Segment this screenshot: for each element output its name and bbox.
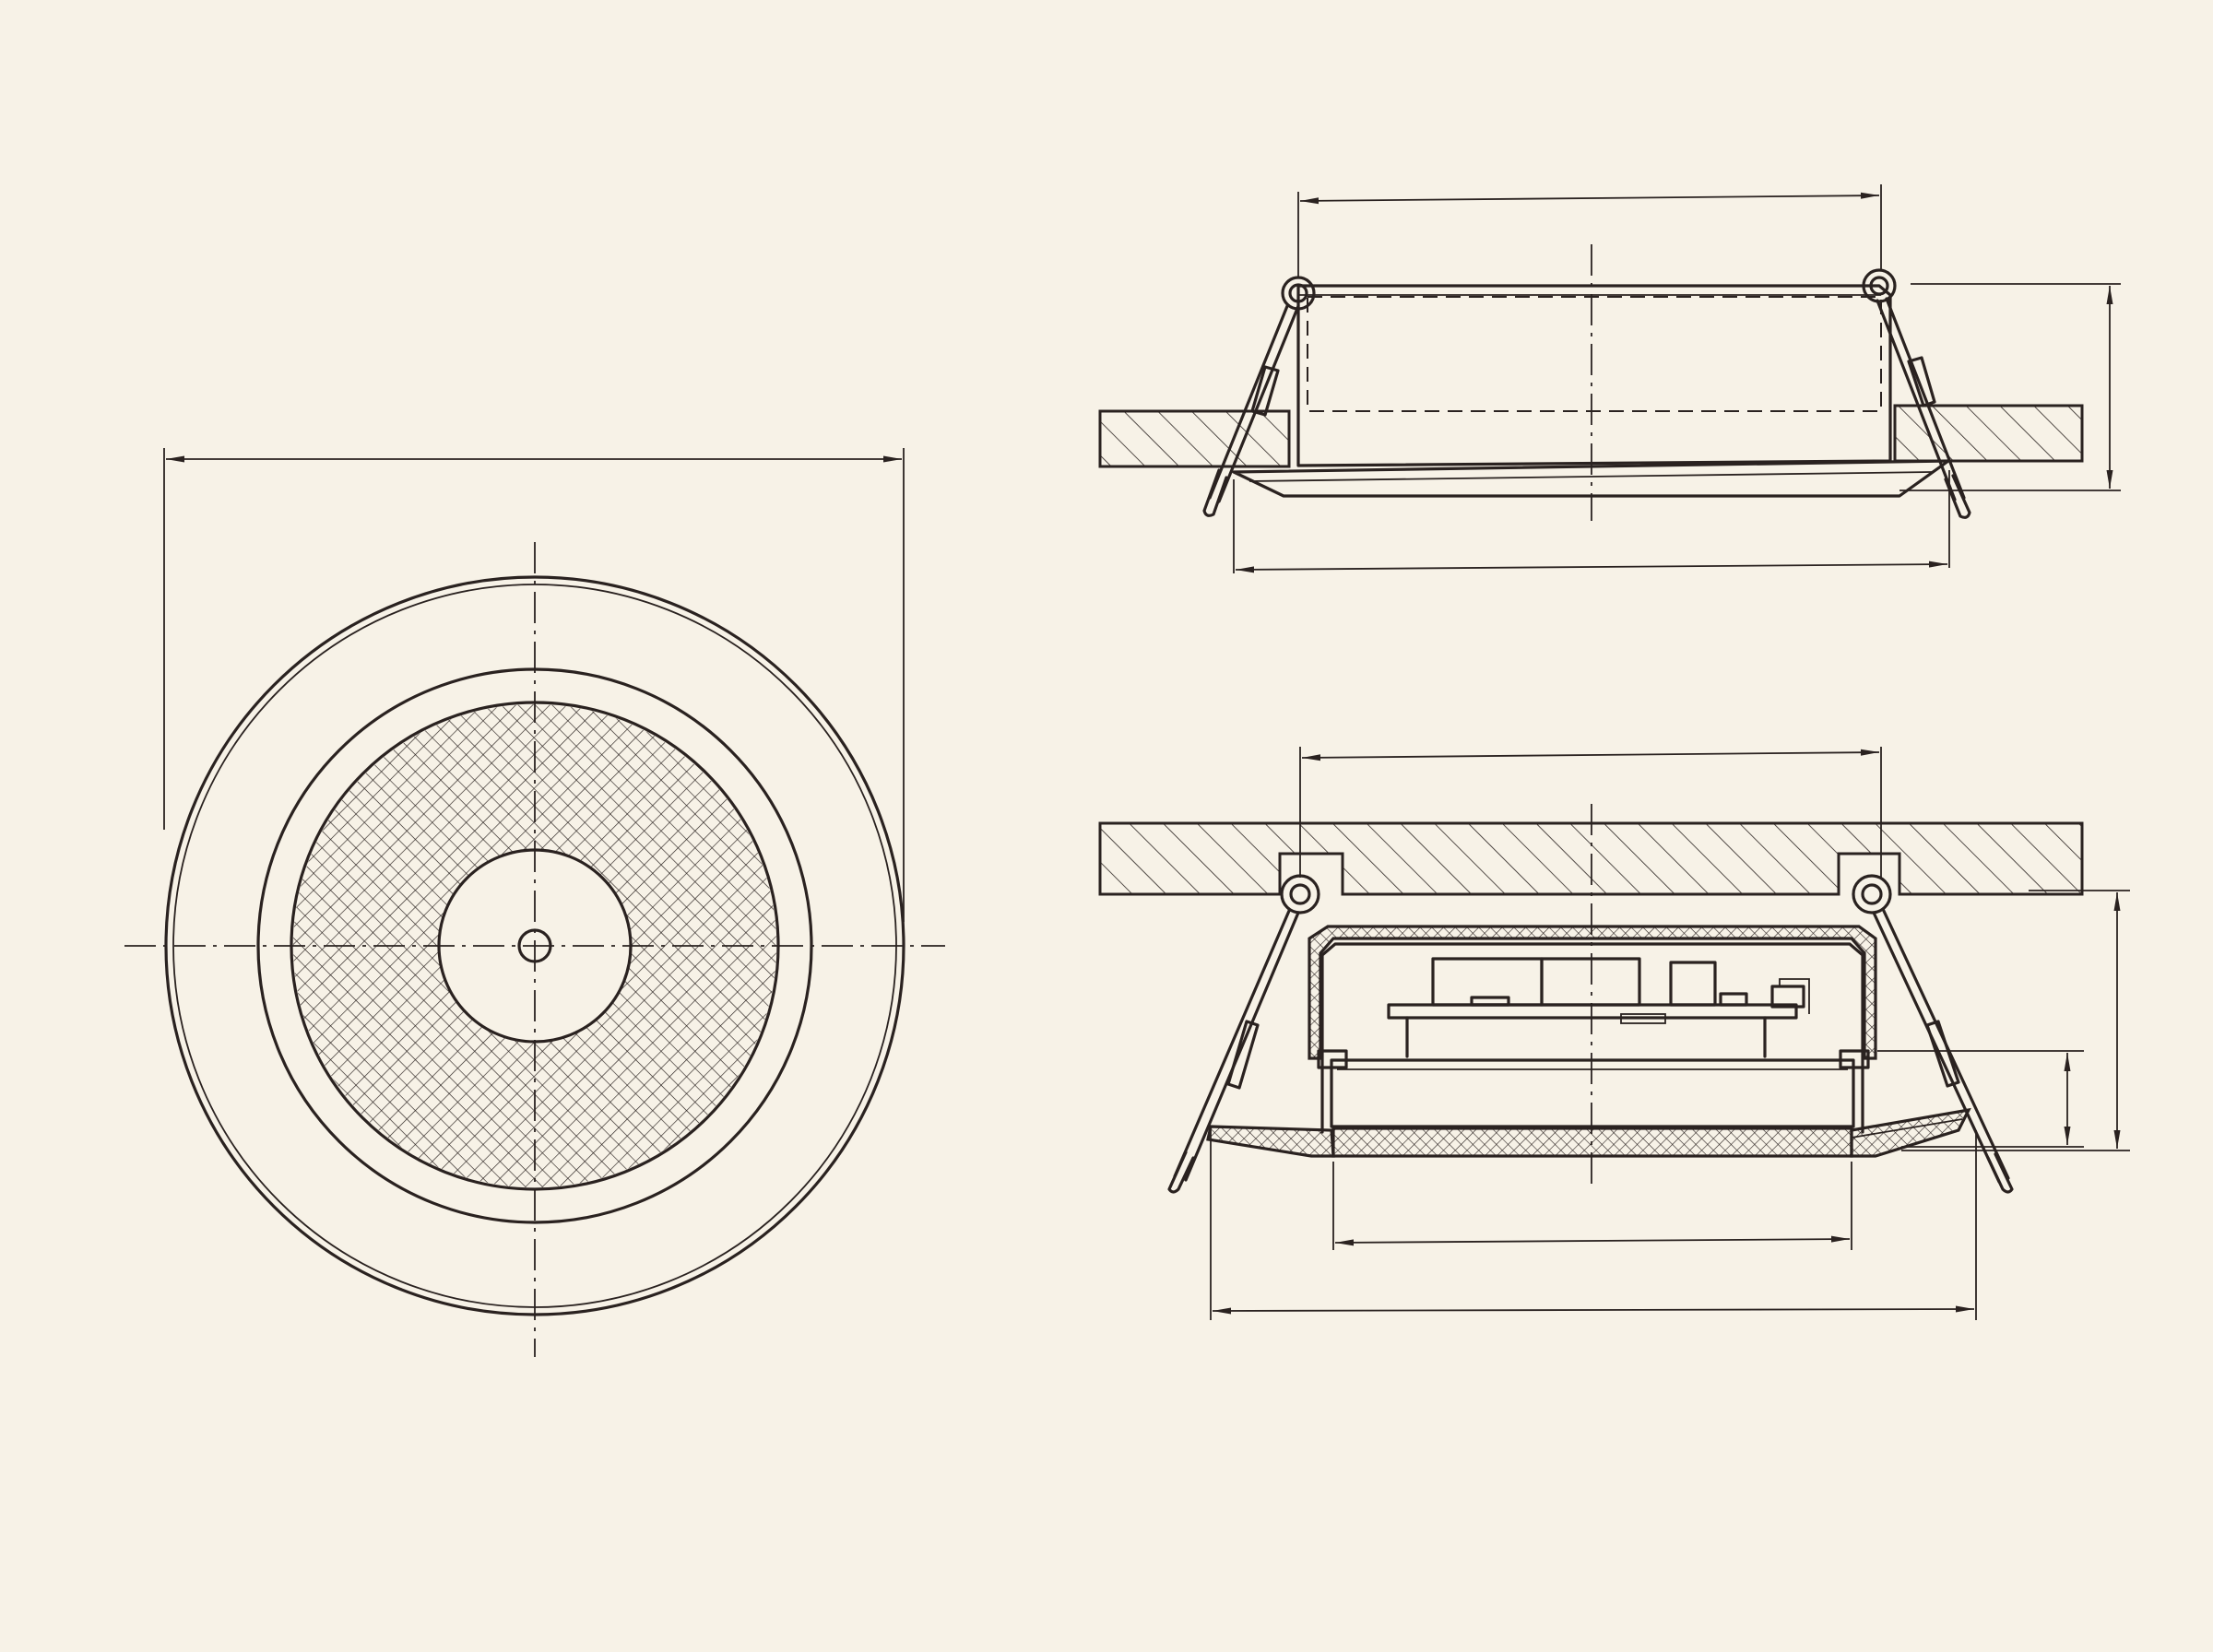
trim-flange-left bbox=[1206, 1125, 1335, 1158]
ceiling-panel-right bbox=[1893, 404, 2084, 463]
lens-width-dimension bbox=[1332, 1162, 1852, 1250]
installed-height-dimension bbox=[1899, 283, 2121, 491]
pcb-wire bbox=[1779, 978, 1810, 1014]
trim-flange-right bbox=[1850, 1107, 1971, 1158]
visible-depth-dimension bbox=[1877, 1050, 2084, 1148]
trim-width-dimension bbox=[1233, 470, 1950, 573]
trim-flange-right-edge bbox=[1851, 1118, 1963, 1139]
trim-diameter-dimension bbox=[1210, 1130, 1977, 1320]
lens-frame bbox=[1330, 1058, 1855, 1128]
pcb-connector bbox=[1770, 985, 1805, 1009]
mounting-tab-right bbox=[1839, 1049, 1870, 1069]
pcb-chips bbox=[1620, 1013, 1666, 1024]
pcb-component-5 bbox=[1719, 992, 1748, 1007]
ceiling-panel-left bbox=[1098, 409, 1291, 468]
pcb-component-4 bbox=[1470, 996, 1510, 1007]
diffuser-lens bbox=[1331, 1127, 1853, 1158]
pcb-component-3 bbox=[1669, 961, 1717, 1007]
trim-flange-inner-edge bbox=[1249, 471, 1933, 482]
spring-clip-right bbox=[1862, 268, 1971, 519]
housing-width-dimension bbox=[1297, 184, 1882, 277]
cutout-width-dimension bbox=[1299, 747, 1882, 878]
housing-shell bbox=[1308, 925, 1877, 1060]
pcb-component-2 bbox=[1540, 957, 1641, 1007]
spring-clip-right bbox=[1852, 874, 2014, 1194]
driver-pcb-assembly bbox=[1387, 957, 1810, 1058]
spring-clip-left bbox=[1202, 276, 1316, 517]
section-view-installed bbox=[1098, 747, 2130, 1320]
mounting-tab-left bbox=[1317, 1049, 1348, 1069]
housing-inner-wall bbox=[1320, 942, 1864, 1134]
side-view-installed bbox=[1098, 184, 2121, 573]
housing-body bbox=[1296, 284, 1892, 467]
front-view bbox=[124, 448, 945, 1357]
total-depth-dimension bbox=[1901, 890, 2130, 1151]
trim-flange bbox=[1232, 459, 1950, 498]
housing-hidden-outline bbox=[1307, 296, 1882, 412]
overall-diameter-dimension bbox=[163, 448, 905, 922]
